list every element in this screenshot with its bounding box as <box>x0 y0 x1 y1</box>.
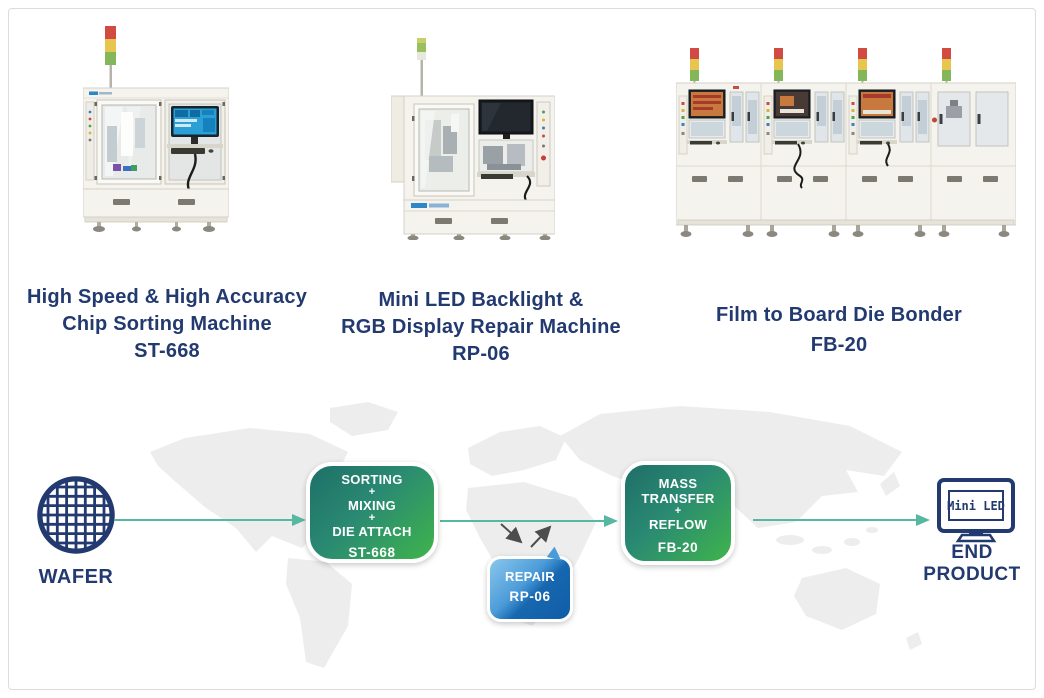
step-line: SORTING <box>341 472 403 487</box>
step-model: FB-20 <box>657 540 699 555</box>
step-line: REFLOW <box>648 517 708 532</box>
wafer-label: WAFER <box>38 566 114 588</box>
product-title-line: RGB Display Repair Machine <box>341 316 621 338</box>
product-label-fb20: Film to Board Die Bonder FB-20 <box>679 300 999 360</box>
product-label-rp06: Mini LED Backlight & RGB Display Repair … <box>321 287 641 368</box>
flow-step-repair: REPAIR RP-06 <box>487 545 573 622</box>
step-model: ST-668 <box>348 545 396 560</box>
end-product-label: END PRODUCT <box>923 542 1021 585</box>
product-title-line: Chip Sorting Machine <box>62 313 272 335</box>
mini-led-monitor-icon: Mini LED <box>937 478 1015 543</box>
flow-step-sorting: SORTING + MIXING + DIE ATTACH ST-668 <box>306 462 438 563</box>
product-model: FB-20 <box>810 334 868 356</box>
world-map-background <box>150 402 922 668</box>
monitor-screen-text: Mini LED <box>947 499 1005 513</box>
repair-in-out-arrows <box>500 523 552 548</box>
step-line: REPAIR <box>505 569 555 584</box>
plus-sign: + <box>368 486 376 498</box>
product-title-line: Film to Board Die Bonder <box>716 304 962 326</box>
step-line: MASS <box>658 476 698 491</box>
product-model: ST-668 <box>134 340 200 362</box>
arrow-sorting-to-transfer <box>440 515 618 527</box>
step-line: MIXING <box>347 498 397 513</box>
plus-sign: + <box>674 505 682 517</box>
plus-sign: + <box>368 512 376 524</box>
flow-step-mass-transfer: MASS TRANSFER + REFLOW FB-20 <box>621 461 735 565</box>
repair-bubble-tail <box>546 545 565 561</box>
product-title-line: High Speed & High Accuracy <box>26 286 308 308</box>
signal-tower-icon <box>105 26 116 88</box>
step-line: TRANSFER <box>641 491 715 506</box>
step-model: RP-06 <box>509 589 551 604</box>
product-label-st668: High Speed & High Accuracy Chip Sorting … <box>7 284 327 365</box>
product-title-line: Mini LED Backlight & <box>378 289 584 311</box>
step-line: DIE ATTACH <box>332 524 412 539</box>
wafer-icon <box>37 476 115 554</box>
product-model: RP-06 <box>452 343 510 365</box>
rp06-machine-image <box>391 38 555 240</box>
signal-tower-icon <box>417 38 426 96</box>
arrow-transfer-to-end-product <box>753 514 930 526</box>
fb20-machine-image <box>676 48 1016 237</box>
arrow-wafer-to-sorting <box>114 514 306 526</box>
st668-machine-image <box>83 26 229 232</box>
